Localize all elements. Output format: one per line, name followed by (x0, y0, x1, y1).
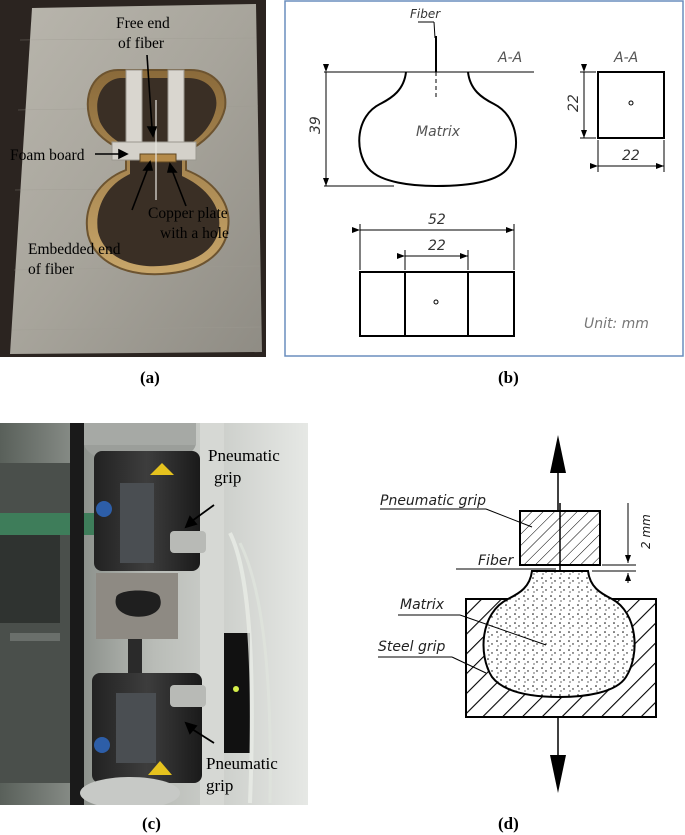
label-section-aa-right: A-A (613, 50, 638, 66)
panel-d-schematic: Pneumatic grip Fiber Matrix Steel grip 2… (378, 435, 657, 793)
machine-column (70, 423, 84, 805)
label-section-aa-left: A-A (497, 50, 522, 66)
dim-22-vertical: 22 (566, 94, 582, 112)
section-square (597, 71, 665, 139)
label-copper-plate-2: with a hole (160, 225, 229, 242)
label-matrix: Matrix (400, 597, 445, 613)
label-steel-grip: Steel grip (378, 639, 445, 655)
label-foam-board: Foam board (10, 147, 85, 164)
load-arrow-down (550, 755, 566, 793)
panel-c-photo: Pneumatic grip Pneumatic grip (0, 423, 308, 805)
label-unit: Unit: mm (584, 316, 649, 332)
copper-plate (139, 153, 177, 163)
label-embedded-end-1: Embedded end (28, 241, 121, 258)
label-embedded-end-2: of fiber (28, 261, 75, 278)
dim-39: 39 (308, 116, 324, 134)
foam-board-post-left (125, 69, 143, 153)
label-top-grip-1: Pneumatic (208, 446, 280, 465)
label-bottom-grip-1: Pneumatic (206, 754, 278, 773)
label-pneumatic-grip: Pneumatic grip (380, 493, 486, 509)
panel-b-drawing: Fiber A-A A-A Matrix 39 22 22 52 22 Unit… (284, 0, 684, 357)
caption-b: (b) (498, 368, 519, 387)
label-free-end-2: of fiber (118, 35, 165, 52)
dim-22-bottom: 22 (428, 238, 446, 254)
matrix-outline (358, 71, 518, 188)
drawing-frame (284, 0, 684, 357)
foam-board-post-right (167, 69, 185, 153)
panel-a-photo: Free end of fiber Foam board Copper plat… (0, 0, 266, 357)
dim-2mm: 2 mm (639, 514, 653, 549)
dim-22-horizontal: 22 (622, 148, 640, 164)
caption-a: (a) (140, 368, 160, 387)
bottom-view (359, 271, 515, 337)
load-arrow-up (550, 435, 566, 473)
label-fiber: Fiber (478, 553, 514, 569)
label-free-end-1: Free end (116, 15, 170, 32)
label-fiber: Fiber (410, 7, 441, 21)
label-top-grip-2: grip (214, 468, 241, 487)
caption-d: (d) (498, 814, 519, 833)
label-matrix: Matrix (416, 124, 461, 140)
caption-c: (c) (142, 814, 161, 833)
dim-52: 52 (428, 212, 446, 228)
label-bottom-grip-2: grip (206, 776, 233, 795)
label-copper-plate-1: Copper plate (148, 205, 228, 222)
